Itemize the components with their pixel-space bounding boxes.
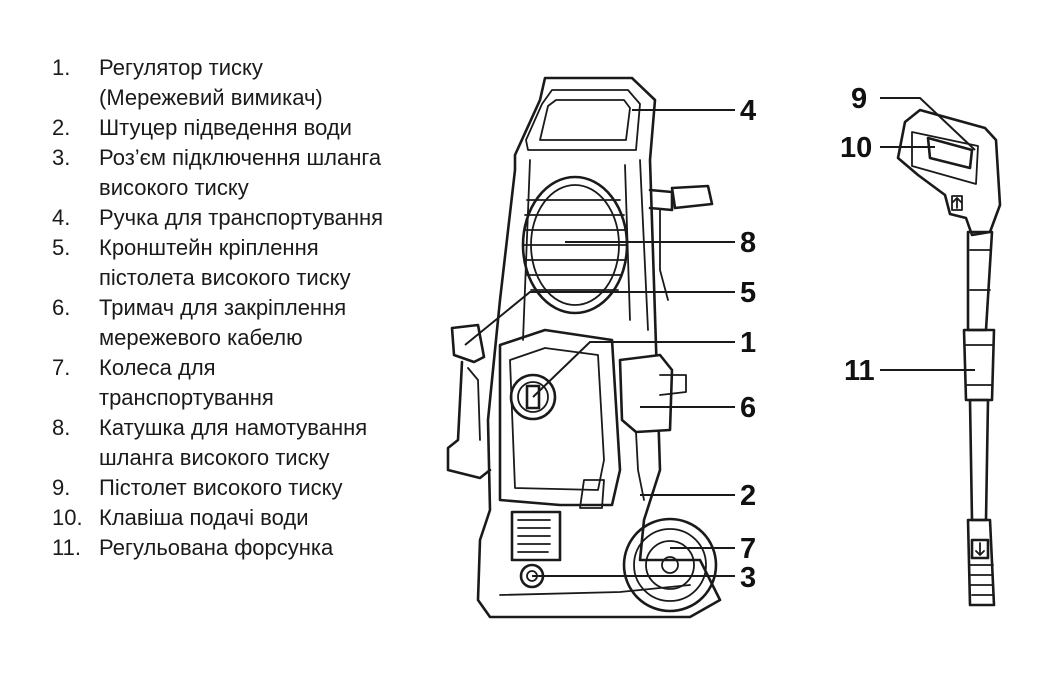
callout-7: 7 bbox=[740, 533, 756, 565]
leader-9 bbox=[880, 97, 976, 151]
legend-item: 9.Пістолет високого тиску bbox=[52, 475, 343, 500]
hose-reel bbox=[521, 175, 629, 315]
callout-8: 8 bbox=[740, 227, 756, 259]
legend-item: 10.Клавіша подачі води bbox=[52, 505, 309, 530]
pressure-regulator-dial bbox=[509, 373, 557, 421]
callout-leaders bbox=[464, 97, 976, 577]
callout-numbers: 4 8 5 1 6 2 7 3 9 10 11 bbox=[740, 83, 875, 594]
cable-holder bbox=[618, 353, 687, 501]
callout-11: 11 bbox=[844, 355, 875, 387]
callout-9: 9 bbox=[851, 83, 867, 115]
leader-1 bbox=[532, 341, 735, 398]
callout-1: 1 bbox=[740, 327, 756, 359]
legend-item: 1.Регулятор тиску(Мережевий вимикач) bbox=[52, 55, 323, 110]
vent-grille bbox=[510, 510, 562, 562]
callout-3: 3 bbox=[740, 562, 756, 594]
legend-item: 4.Ручка для транспортування bbox=[52, 205, 384, 230]
gun-holder-bracket bbox=[446, 323, 492, 480]
reel-crank-handle bbox=[648, 184, 714, 301]
callout-6: 6 bbox=[740, 392, 756, 424]
callout-4: 4 bbox=[740, 95, 756, 127]
legend-item: 11.Регульована форсунка bbox=[52, 535, 334, 560]
wheel bbox=[622, 517, 718, 613]
leader-5 bbox=[464, 291, 735, 346]
callout-2: 2 bbox=[740, 480, 756, 512]
adjustable-nozzle bbox=[966, 518, 996, 607]
callout-10: 10 bbox=[840, 132, 872, 164]
parts-legend: 1.Регулятор тиску(Мережевий вимикач) 2.Ш… bbox=[52, 53, 432, 563]
legend-item: 2.Штуцер підведення води bbox=[52, 115, 352, 140]
pressure-washer-illustration bbox=[446, 76, 722, 619]
callout-5: 5 bbox=[740, 277, 756, 309]
spray-gun-illustration bbox=[896, 108, 1002, 607]
